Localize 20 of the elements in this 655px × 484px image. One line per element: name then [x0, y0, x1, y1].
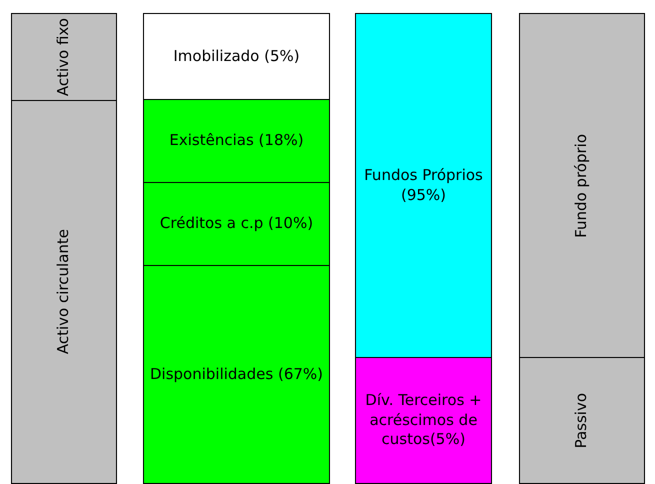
balance-item-cell [355, 357, 492, 484]
cell-label: Disponibilidades (67%) [148, 364, 324, 384]
balance-item-cell [143, 99, 330, 183]
cell-label: Fundos Próprios (95%) [363, 166, 484, 205]
cell-label: Créditos a c.p (10%) [158, 214, 314, 234]
asset-category-cell [11, 100, 117, 484]
cell-label: Imobilizado (5%) [172, 46, 301, 66]
rotated-label: Fundo próprio [571, 134, 592, 238]
cell-label: Dív. Terceiros + acréscimos de custos(5%) [364, 391, 483, 450]
balance-item-cell [355, 13, 492, 358]
balance-item-cell [143, 182, 330, 266]
balance-item-cell [143, 13, 330, 100]
rotated-label: Activo fixo [53, 18, 74, 96]
rotated-label: Activo circulante [53, 229, 74, 355]
liability-category-cell [519, 13, 645, 358]
liability-category-cell [519, 357, 645, 484]
balance-item-cell [143, 265, 330, 484]
asset-category-cell [11, 13, 117, 101]
rotated-label: Passivo [571, 392, 592, 448]
cell-label: Existências (18%) [168, 131, 305, 151]
